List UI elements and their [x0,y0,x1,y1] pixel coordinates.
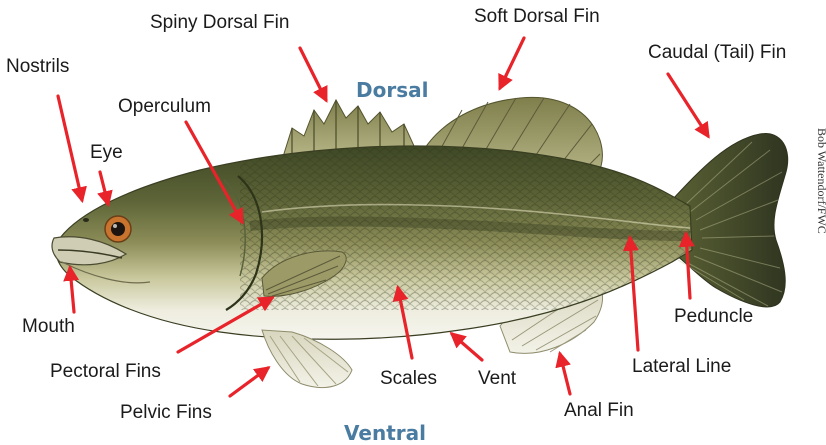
label-eye: Eye [90,142,123,163]
label-spiny-dorsal-fin: Spiny Dorsal Fin [150,12,289,33]
label-nostrils: Nostrils [6,56,69,77]
label-pectoral-fins: Pectoral Fins [50,361,161,382]
label-caudal-fin: Caudal (Tail) Fin [648,42,786,63]
arrow-caudal-fin [668,74,708,136]
arrow-nostrils [58,96,82,200]
label-pelvic-fins: Pelvic Fins [120,402,212,423]
label-operculum: Operculum [118,96,211,117]
label-soft-dorsal-fin: Soft Dorsal Fin [474,6,600,27]
label-anal-fin: Anal Fin [564,400,634,421]
label-vent: Vent [478,368,517,389]
arrow-spiny-dorsal-fin [300,48,326,100]
label-dorsal: Dorsal [356,78,428,102]
arrow-eye [100,172,108,204]
label-lateral-line: Lateral Line [632,356,731,377]
arrow-pelvic-fins [230,368,268,396]
arrow-anal-fin [560,354,570,394]
fish-body [52,140,700,339]
label-peduncle: Peduncle [674,306,753,327]
eye [105,216,131,242]
arrow-soft-dorsal-fin [500,38,524,88]
label-scales: Scales [380,368,437,389]
label-ventral: Ventral [344,421,426,445]
label-mouth: Mouth [22,316,75,337]
photo-credit: Bob Wattendorf/FWC [815,128,826,234]
arrow-vent [452,334,482,360]
